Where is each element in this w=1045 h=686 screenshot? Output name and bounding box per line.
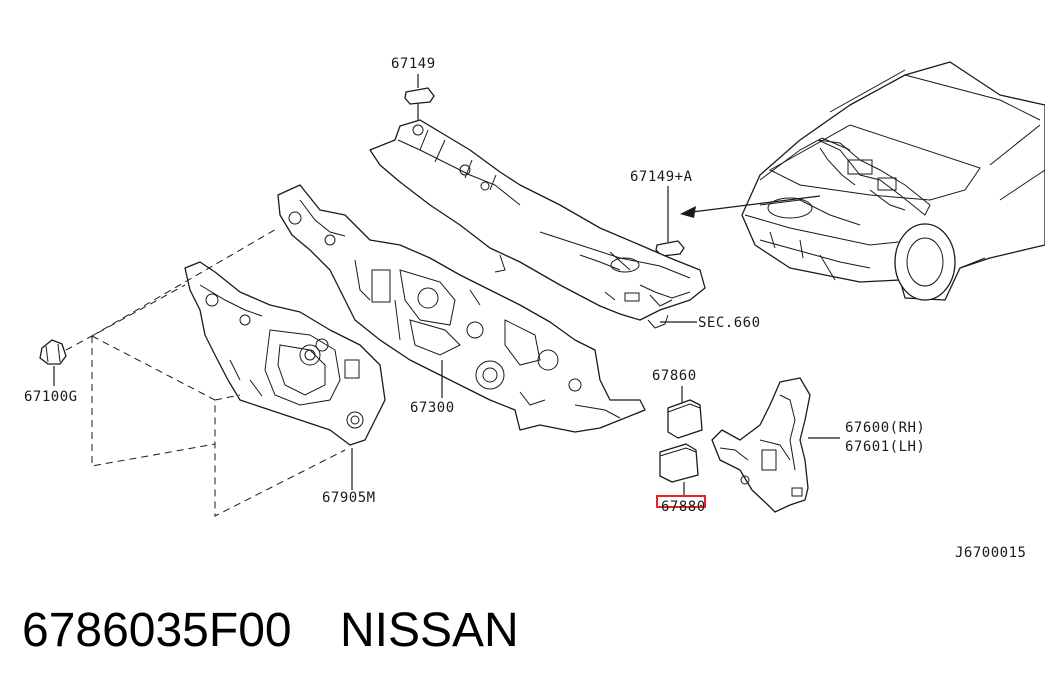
part-67905m — [184, 261, 386, 490]
label-67601: 67601(LH) — [845, 439, 925, 455]
label-67860: 67860 — [652, 368, 697, 384]
label-67300: 67300 — [410, 400, 455, 416]
part-67300 — [277, 184, 646, 433]
part-67149a — [655, 186, 685, 257]
label-67905m: 67905M — [322, 490, 376, 506]
label-67100g: 67100G — [24, 389, 78, 405]
label-sec660: SEC.660 — [698, 315, 761, 331]
car-front-illustration — [741, 61, 1045, 301]
label-67149a: 67149+A — [630, 169, 693, 185]
part-67880 — [659, 443, 699, 496]
part-67600 — [711, 377, 840, 513]
brand-caption: NISSAN — [340, 604, 519, 657]
part-number-caption: 6786035F00 — [22, 604, 292, 657]
highlight-box — [656, 495, 706, 508]
label-67600: 67600(RH) — [845, 420, 925, 436]
drawing-code: J6700015 — [955, 545, 1026, 561]
locator-arrow — [680, 195, 821, 218]
part-67149 — [404, 74, 435, 120]
part-67100g — [39, 339, 67, 386]
label-67149: 67149 — [391, 56, 436, 72]
part-cowl-top — [369, 119, 706, 329]
label-67880: 67880 — [661, 499, 706, 515]
dashed-leaders — [65, 227, 346, 517]
part-67860 — [667, 386, 703, 439]
